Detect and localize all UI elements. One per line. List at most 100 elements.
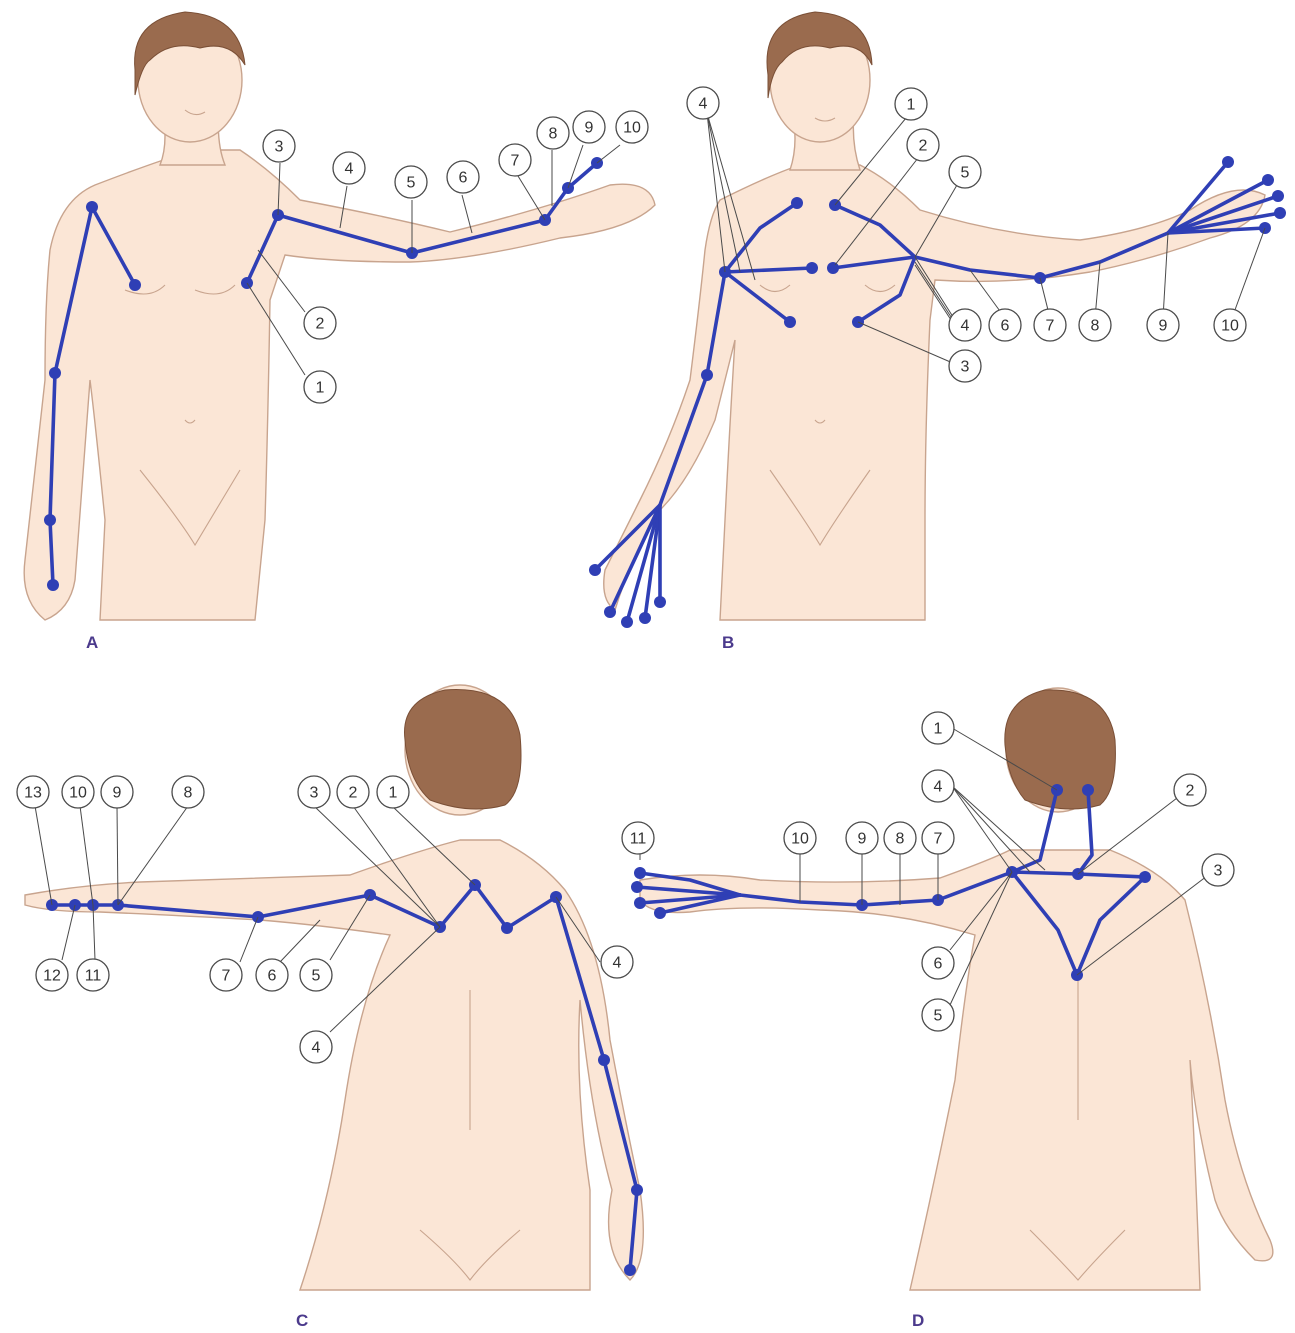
svg-text:6: 6: [1001, 318, 1010, 335]
callout-2: 2: [304, 307, 336, 339]
acupoint-marker: [1082, 784, 1094, 796]
svg-text:10: 10: [69, 785, 87, 802]
acupoint-marker: [827, 262, 839, 274]
callout-1: 1: [922, 712, 954, 744]
callout-13: 13: [17, 776, 49, 808]
leader-line: [93, 905, 95, 960]
svg-text:6: 6: [459, 170, 468, 187]
panel-a: 12345678910 A: [24, 12, 655, 652]
callout-6: 6: [989, 309, 1021, 341]
callout-8: 8: [537, 117, 569, 149]
svg-text:9: 9: [113, 785, 122, 802]
svg-text:3: 3: [310, 785, 319, 802]
acupoint-marker: [621, 616, 633, 628]
callout-2: 2: [907, 129, 939, 161]
callout-6: 6: [447, 161, 479, 193]
svg-text:5: 5: [407, 175, 416, 192]
leader-line: [952, 786, 1012, 872]
svg-text:8: 8: [1091, 318, 1100, 335]
callout-2: 2: [1174, 774, 1206, 806]
svg-text:9: 9: [858, 831, 867, 848]
svg-text:8: 8: [896, 831, 905, 848]
svg-text:6: 6: [934, 956, 943, 973]
svg-text:12: 12: [43, 968, 61, 985]
svg-text:4: 4: [345, 161, 354, 178]
svg-text:10: 10: [791, 831, 809, 848]
acupoint-marker: [47, 579, 59, 591]
figure-d-body: [640, 688, 1273, 1290]
callout-8: 8: [172, 776, 204, 808]
panel-letter-a: A: [86, 633, 98, 652]
acupoint-marker: [589, 564, 601, 576]
acupoint-marker: [634, 867, 646, 879]
callout-4: 4: [333, 152, 365, 184]
callout-9: 9: [1147, 309, 1179, 341]
svg-text:4: 4: [312, 1040, 321, 1057]
callout-4: 4: [922, 770, 954, 802]
callout-9: 9: [846, 822, 878, 854]
callout-1: 1: [377, 776, 409, 808]
callout-4: 4: [300, 1031, 332, 1063]
callout-6: 6: [256, 959, 288, 991]
callout-3: 3: [263, 130, 295, 162]
acupoint-marker: [806, 262, 818, 274]
panel-letter-c: C: [296, 1311, 308, 1330]
callout-4: 4: [687, 87, 719, 119]
callout-11: 11: [77, 959, 109, 991]
callout-7: 7: [1034, 309, 1066, 341]
svg-text:11: 11: [85, 968, 102, 985]
svg-text:10: 10: [623, 120, 641, 137]
acupoint-marker: [1274, 207, 1286, 219]
svg-text:9: 9: [1159, 318, 1168, 335]
leader-line: [35, 806, 52, 905]
callout-4: 4: [949, 309, 981, 341]
svg-text:3: 3: [1214, 863, 1223, 880]
svg-text:5: 5: [312, 968, 321, 985]
leader-line: [62, 905, 75, 960]
leader-line: [1232, 228, 1265, 318]
callout-1: 1: [895, 88, 927, 120]
svg-text:10: 10: [1221, 318, 1239, 335]
svg-text:4: 4: [613, 955, 622, 972]
callout-3: 3: [949, 350, 981, 382]
callout-5: 5: [300, 959, 332, 991]
acupoint-marker: [624, 1264, 636, 1276]
callout-6: 6: [922, 947, 954, 979]
panel-d: 1 2 3 4 5 6 78 9 10 11 D: [622, 688, 1273, 1330]
callout-9: 9: [573, 111, 605, 143]
svg-text:7: 7: [1046, 318, 1055, 335]
acupoint-marker: [604, 606, 616, 618]
callout-3: 3: [298, 776, 330, 808]
callout-4: 4: [601, 946, 633, 978]
acupoint-marker: [49, 367, 61, 379]
callout-8: 8: [884, 822, 916, 854]
acupoint-marker: [631, 1184, 643, 1196]
svg-text:6: 6: [268, 968, 277, 985]
callout-10: 10: [616, 111, 648, 143]
acupoint-marker: [791, 197, 803, 209]
panel-letter-d: D: [912, 1311, 924, 1330]
acupoint-marker: [598, 1054, 610, 1066]
svg-text:3: 3: [961, 359, 970, 376]
svg-text:1: 1: [389, 785, 398, 802]
svg-text:1: 1: [934, 721, 943, 738]
leader-line: [597, 145, 620, 163]
callout-7: 7: [922, 822, 954, 854]
svg-text:7: 7: [222, 968, 231, 985]
callout-2: 2: [337, 776, 369, 808]
panel-c: 123445678910111213 C: [17, 685, 643, 1330]
acupoint-marker: [634, 897, 646, 909]
acupoint-marker: [86, 201, 98, 213]
acupoint-marker: [784, 316, 796, 328]
callout-10: 10: [1214, 309, 1246, 341]
figure-a-body: [24, 12, 655, 620]
callout-9: 9: [101, 776, 133, 808]
callout-11: 11: [622, 822, 654, 854]
callout-5: 5: [922, 999, 954, 1031]
acupoint-marker: [129, 279, 141, 291]
svg-text:7: 7: [511, 153, 520, 170]
svg-text:2: 2: [316, 316, 325, 333]
svg-text:2: 2: [1186, 783, 1195, 800]
